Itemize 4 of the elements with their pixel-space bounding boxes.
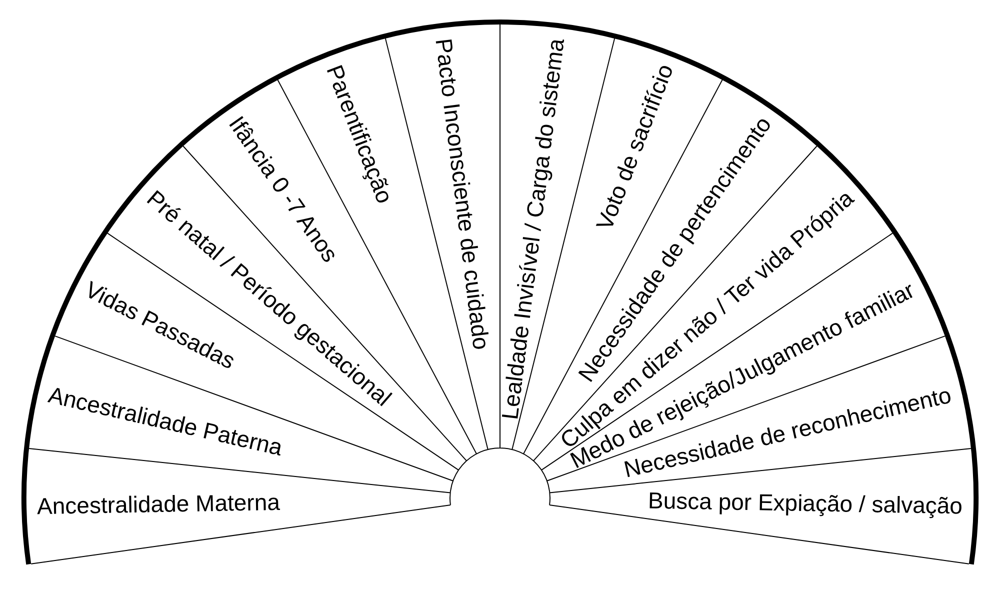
sector-label: Busca por Expiação / salvação [648,488,963,520]
sector-label: Ancestralidade Materna [36,488,280,520]
sector-label: Lealdade Invisível / Carga do sistema [496,37,570,421]
sector-label: Pacto Inconsciente de cuidado [430,36,495,351]
